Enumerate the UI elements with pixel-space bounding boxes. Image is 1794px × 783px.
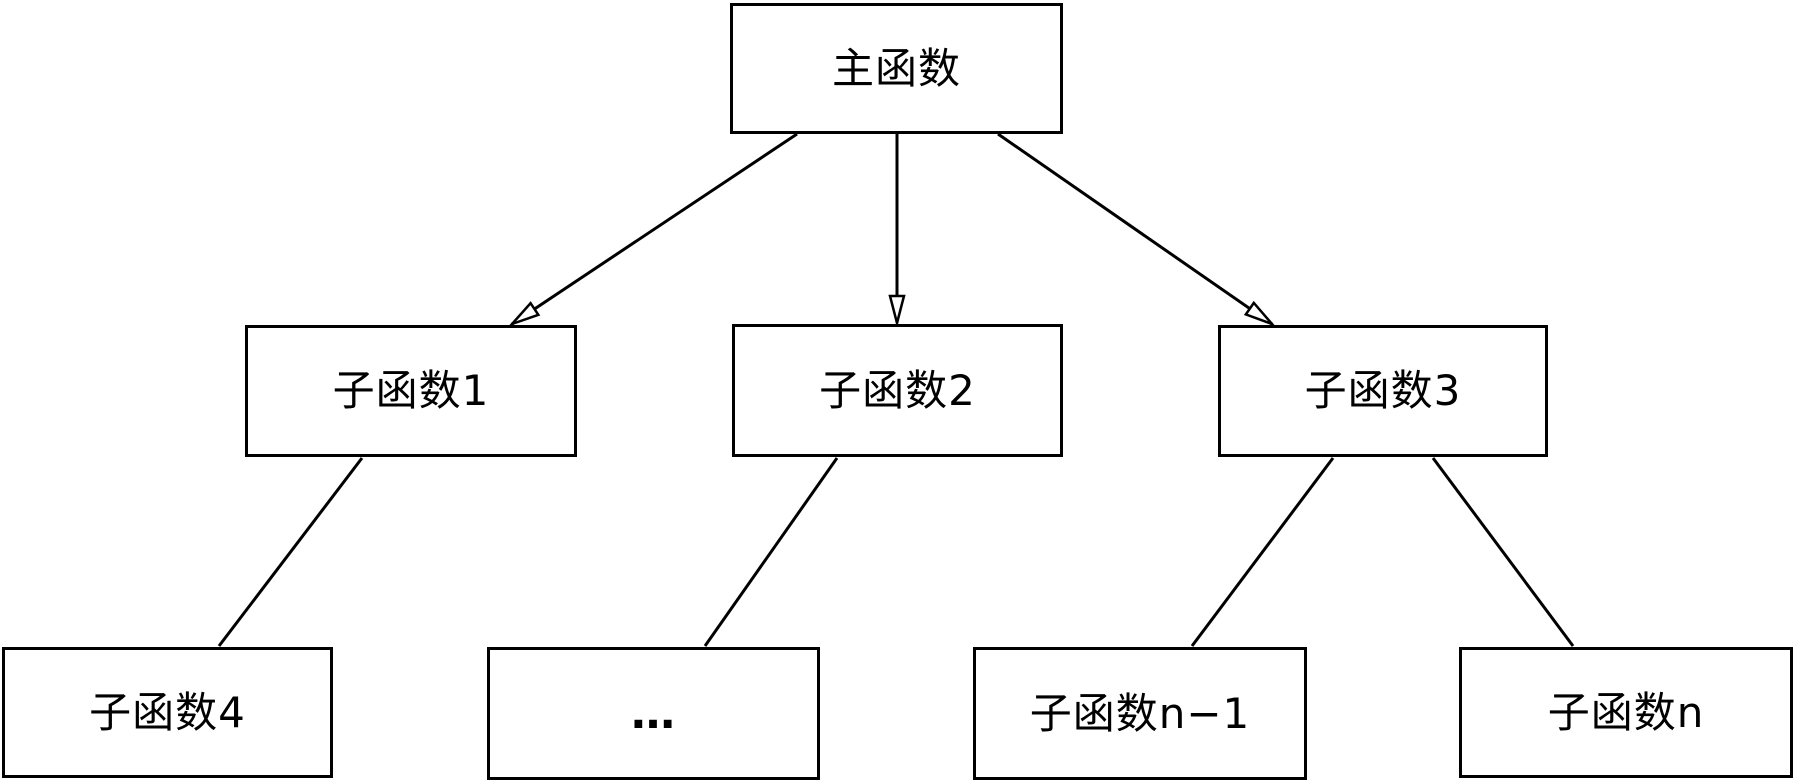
node-ellipsis: … (487, 647, 820, 780)
node-main: 主函数 (730, 3, 1063, 134)
edge-sub3-subn (1431, 457, 1575, 647)
edge-sub2-ellipsis (703, 457, 839, 647)
node-label-sub2: 子函数2 (819, 365, 976, 415)
node-label-sub4: 子函数4 (89, 687, 246, 737)
node-label-ellipsis: … (631, 687, 676, 739)
node-sub3: 子函数3 (1218, 325, 1548, 457)
node-label-main: 主函数 (831, 43, 961, 93)
node-sub4: 子函数4 (2, 647, 333, 778)
node-label-sub1: 子函数1 (332, 366, 490, 415)
node-label-subn1: 子函数n−1 (1029, 688, 1251, 738)
edge-main-sub3 (997, 132, 1277, 327)
node-sub1: 子函数1 (245, 325, 577, 457)
edge-sub1-sub4 (217, 457, 364, 647)
node-sub2: 子函数2 (732, 324, 1063, 457)
node-label-sub3: 子函数3 (1304, 366, 1462, 415)
node-label-subn: 子函数n (1547, 687, 1705, 737)
node-subn: 子函数n (1459, 647, 1793, 778)
node-subn1: 子函数n−1 (973, 647, 1307, 780)
edge-sub3-subn1 (1190, 457, 1335, 647)
edge-main-sub1 (507, 132, 798, 327)
